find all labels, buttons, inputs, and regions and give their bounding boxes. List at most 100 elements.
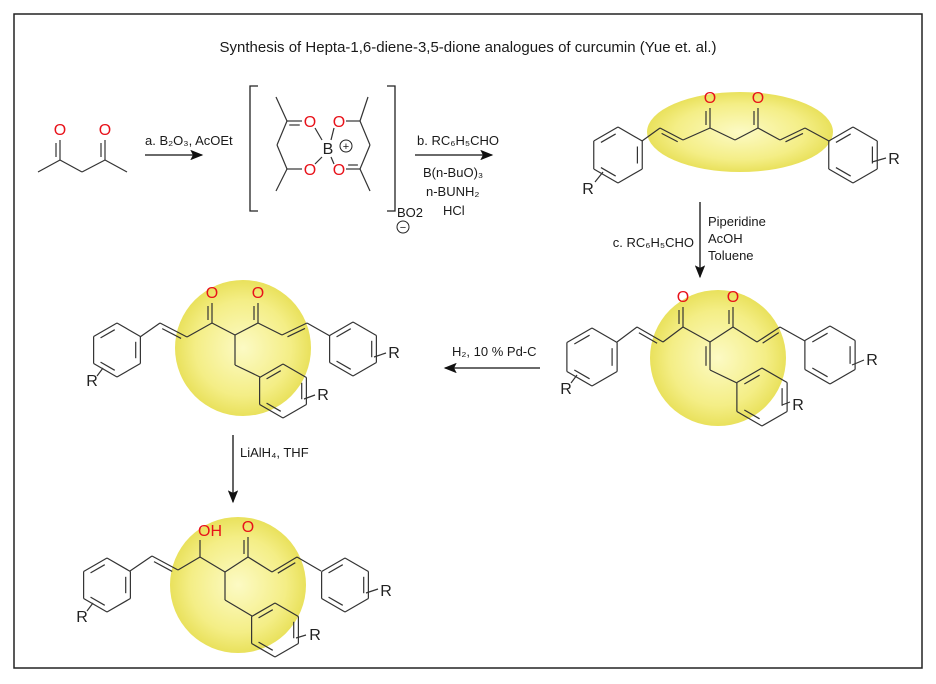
bracket-left <box>249 85 258 212</box>
p2-ring-bottom-aromatic-bond <box>744 374 760 385</box>
p3-bond <box>234 364 261 378</box>
p1-ring-right-bond <box>852 126 878 142</box>
p4-ring-left-bond <box>83 597 108 613</box>
p4-ring-bottom-bond <box>251 602 276 618</box>
p1-carbonyl-1-oxygen: O <box>704 90 716 107</box>
p4-r-bottom: R <box>309 627 321 644</box>
p3-ring-left-bond <box>93 362 118 378</box>
b-o-bond <box>330 156 335 165</box>
p3-ring-right-aromatic-bond <box>336 360 352 370</box>
p3-ring-left-bond <box>93 322 118 338</box>
p3-ring-left-aromatic-bond <box>100 361 116 371</box>
p2-bond <box>709 326 734 343</box>
p3-ring-left-aromatic-bond <box>100 329 116 339</box>
complex-bond <box>359 96 369 122</box>
negative-charge-sign: − <box>400 222 406 234</box>
b-o-bond <box>314 127 323 141</box>
complex-oxygen-2: O <box>333 114 345 131</box>
p4-ring-right-bond <box>321 557 346 573</box>
p4-bond <box>129 555 153 572</box>
p3-ring-bottom-bond <box>259 363 284 379</box>
highlight-dienone <box>647 92 833 172</box>
p2-ring-right-aromatic-bond <box>812 332 828 343</box>
p3-ring-left-bond <box>116 322 141 338</box>
counterion-label: BO2 <box>397 205 423 220</box>
p3-alkene-1 <box>159 322 188 338</box>
p1-r-right: R <box>888 151 900 168</box>
p2-ring-left-bond <box>566 370 593 387</box>
acac-bond <box>37 159 61 173</box>
p3-r-left: R <box>86 373 98 390</box>
p1-bond <box>709 127 736 141</box>
p4-bond <box>224 599 253 617</box>
p4-ring-right-aromatic-bond <box>328 564 344 574</box>
p3-alkene-2 <box>281 322 308 336</box>
p4-ring-right-bond <box>321 597 346 613</box>
positive-charge-icon <box>339 139 353 153</box>
p3-ring-left-bond <box>116 362 141 378</box>
p1-alkene-1 <box>659 127 684 141</box>
p3-ring-bottom-aromatic-bond <box>266 402 282 412</box>
p1-bond <box>682 127 711 141</box>
p3-r-bond <box>373 352 387 358</box>
p1-ring-left-aromatic-bond <box>600 167 616 177</box>
p4-ring-right-bond <box>344 597 369 613</box>
p4-ring-left-aromatic-bond <box>90 564 106 574</box>
p1-ring-left-bond <box>593 126 619 142</box>
p2-bond <box>732 326 758 343</box>
p3-r-right: R <box>388 345 400 362</box>
complex-bond <box>276 144 288 170</box>
p2-bond <box>779 326 806 342</box>
complex-bond <box>275 96 288 122</box>
p4-r-bond <box>295 634 307 639</box>
p4-r-right: R <box>380 583 392 600</box>
p3-ring-right-bond <box>329 361 354 377</box>
p2-ring-right-bond <box>829 325 856 342</box>
p1-alkene-1-inner <box>661 132 678 143</box>
complex-oxygen-1: O <box>304 114 316 131</box>
p2-r-bottom: R <box>792 397 804 414</box>
p1-bond <box>804 127 830 142</box>
p2-r-bond <box>570 374 578 384</box>
p1-alkene-2 <box>779 127 806 141</box>
p1-carbonyl-2-oxygen: O <box>752 90 764 107</box>
reagent-c-piperidine: Piperidine <box>708 214 766 229</box>
p4-ring-bottom-aromatic-bond <box>258 641 274 651</box>
b-o-bond <box>330 127 335 141</box>
p2-carbonyl-1-oxygen: O <box>677 289 689 306</box>
reagent-b-borate: B(n-BuO)₃ <box>423 165 483 180</box>
reagent-a: a. B₂O₃, AcOEt <box>145 133 233 148</box>
p3-carbonyl-1-oxygen: O <box>206 285 218 302</box>
positive-charge-sign: + <box>343 141 349 153</box>
p3-bond <box>234 322 259 336</box>
p4-ring-right-aromatic-bond <box>328 596 344 606</box>
frame-border <box>13 13 923 669</box>
p1-bond <box>641 127 661 142</box>
p2-bond <box>682 326 711 343</box>
p2-ring-bottom-bond <box>736 367 763 384</box>
p1-bond <box>734 127 759 141</box>
p2-ring-right-bond <box>829 368 856 385</box>
p2-ring-bottom-bond <box>761 410 788 427</box>
highlight-benzyl <box>175 280 311 416</box>
reagent-c-acetic-acid: AcOH <box>708 231 743 246</box>
p1-ring-left-aromatic-bond <box>600 133 616 143</box>
p2-r-bond <box>781 401 791 406</box>
p1-bond <box>757 127 781 141</box>
reagent-b-amine: n-BUNH₂ <box>426 184 479 199</box>
p2-ring-right-aromatic-bond <box>812 367 828 378</box>
p4-alkene-1 <box>151 555 179 571</box>
p2-r-right: R <box>866 352 878 369</box>
p3-alkene-2-inner <box>287 327 306 338</box>
p4-bond <box>199 556 226 573</box>
p2-ring-bottom-aromatic-bond <box>744 409 760 420</box>
p4-ring-left-aromatic-bond <box>90 596 106 606</box>
p3-bond <box>306 322 331 337</box>
p4-carbonyl-oxygen: O <box>242 519 254 536</box>
complex-bond <box>276 120 288 146</box>
p4-ring-left-bond <box>83 557 108 573</box>
complex-bond <box>275 168 288 192</box>
p2-ring-left-aromatic-bond <box>574 334 590 345</box>
p1-ring-left-bond <box>617 168 643 184</box>
